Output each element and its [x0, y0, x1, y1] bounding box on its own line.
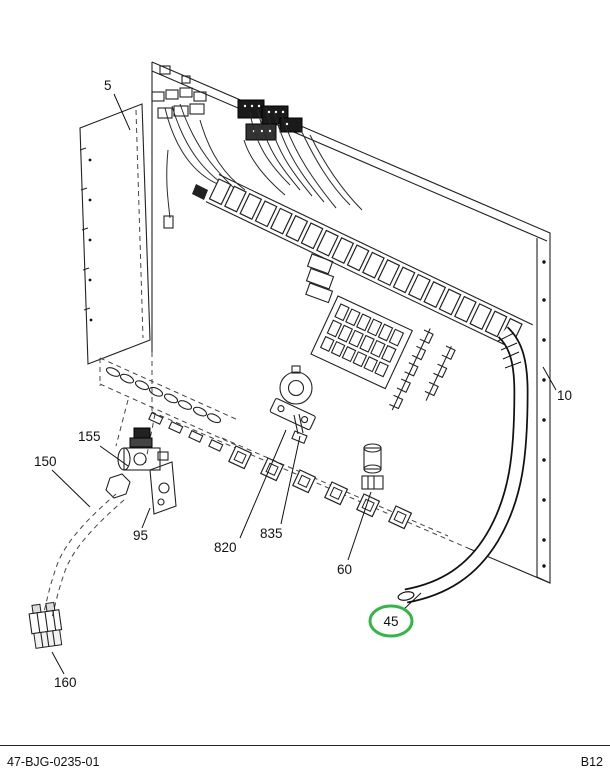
- panel-flange: [536, 238, 551, 584]
- solenoid: [361, 443, 384, 490]
- mounting-bracket: [79, 103, 151, 365]
- callout-45: 45: [383, 614, 398, 629]
- breaker-bracket: [269, 398, 316, 431]
- highlight-circle: [368, 604, 414, 638]
- hose-connector: [28, 601, 63, 649]
- slot-strip: [99, 357, 239, 466]
- terminal-strip: [205, 174, 534, 353]
- page-reference: B12: [580, 754, 603, 769]
- callout-150: 150: [34, 454, 57, 469]
- callout-835: 835: [260, 526, 283, 541]
- lower-connector-row: [221, 437, 449, 537]
- valve-bracket: [149, 461, 177, 515]
- tube: [397, 326, 529, 604]
- parts-diagram: 5 10 150 155 95 820 835 60 45 160: [28, 61, 572, 690]
- hose-fitting: [105, 473, 131, 499]
- figure-footer: 47-BJG-0235-01 B12: [0, 745, 610, 777]
- fuse-block-connectors: [305, 253, 335, 304]
- ground-strap: [192, 184, 208, 200]
- callout-95: 95: [133, 528, 148, 543]
- callout-60: 60: [337, 562, 352, 577]
- valve-assembly: [105, 427, 177, 515]
- drawing-number: 47-BJG-0235-01: [7, 754, 100, 769]
- callout-5: 5: [104, 78, 112, 93]
- circuit-breaker: [269, 365, 316, 445]
- fuse-block: [310, 295, 414, 390]
- callout-10: 10: [557, 388, 572, 403]
- callout-820: 820: [214, 540, 237, 555]
- harness-wires: [164, 103, 363, 219]
- hose: [43, 493, 125, 619]
- callout-leaders: [51, 93, 557, 675]
- ring-terminal: [163, 215, 174, 229]
- wiring-harness: [151, 87, 363, 229]
- callout-155: 155: [78, 429, 101, 444]
- panel: [151, 61, 551, 584]
- wire-guide-comb: [389, 328, 456, 411]
- callout-160: 160: [54, 675, 77, 690]
